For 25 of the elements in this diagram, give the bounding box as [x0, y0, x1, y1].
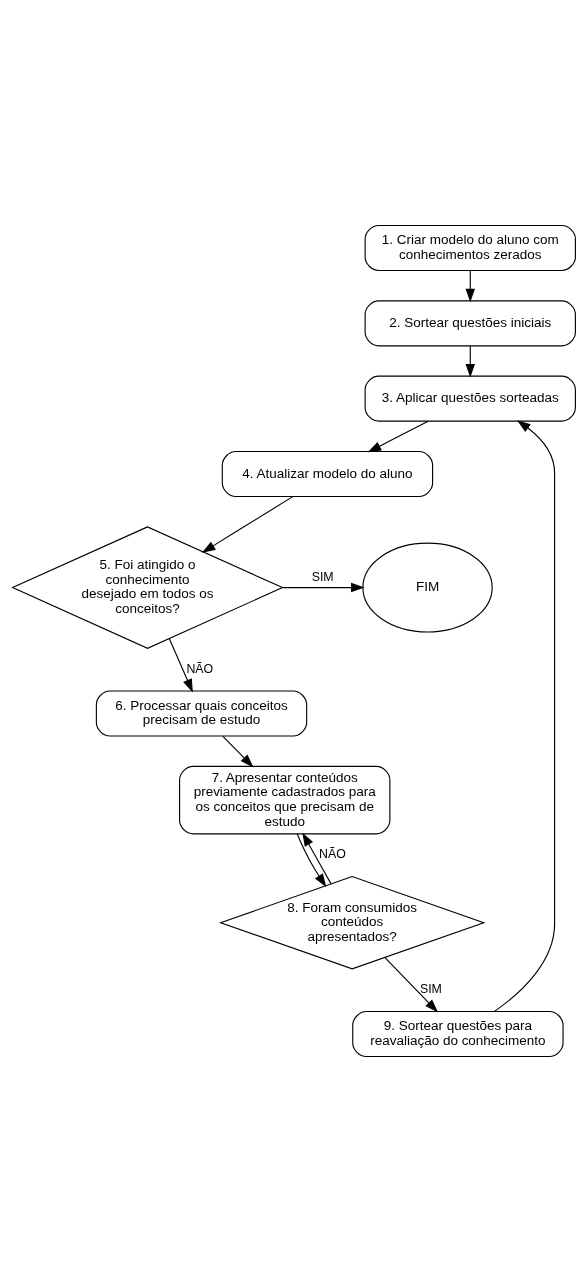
node-box: 3. Aplicar questões sorteadas	[364, 375, 576, 422]
arrow	[493, 419, 556, 1012]
node-box: 7. Apresentar conteúdos previamente cadastrados para os conceitos que precisam de estudo	[179, 765, 391, 834]
arrow	[465, 344, 475, 378]
arrow	[465, 269, 475, 302]
node-diamond: 8. Foram consumidos conteúdos apresentados?	[218, 875, 486, 969]
arrow	[201, 495, 294, 553]
edge-label: NÃO	[186, 661, 214, 676]
node-ellipse: FIM	[362, 542, 493, 633]
arrow	[367, 420, 429, 452]
edge-label: NÃO	[319, 846, 346, 861]
arrow	[282, 582, 365, 592]
node-box: 4. Atualizar modelo do aluno	[221, 450, 434, 497]
node-box: 6. Processar quais conceitos precisam de estudo	[95, 690, 308, 737]
node-diamond: 5. Foi atingido o conhecimento desejado em todos os conceitos?	[11, 525, 284, 649]
arrow	[222, 735, 254, 767]
edge-label: SIM	[419, 981, 442, 996]
edge-label: SIM	[311, 569, 334, 584]
arrow	[296, 832, 327, 887]
node-box: 2. Sortear questões iniciais	[364, 299, 576, 346]
arrow	[384, 956, 439, 1012]
arrow	[168, 637, 193, 693]
arrow	[302, 832, 332, 884]
node-box: 9. Sortear questões para reavaliação do conhecimento	[352, 1010, 564, 1057]
node-box: 1. Criar modelo do aluno com conhecimentos zerados	[364, 224, 576, 271]
